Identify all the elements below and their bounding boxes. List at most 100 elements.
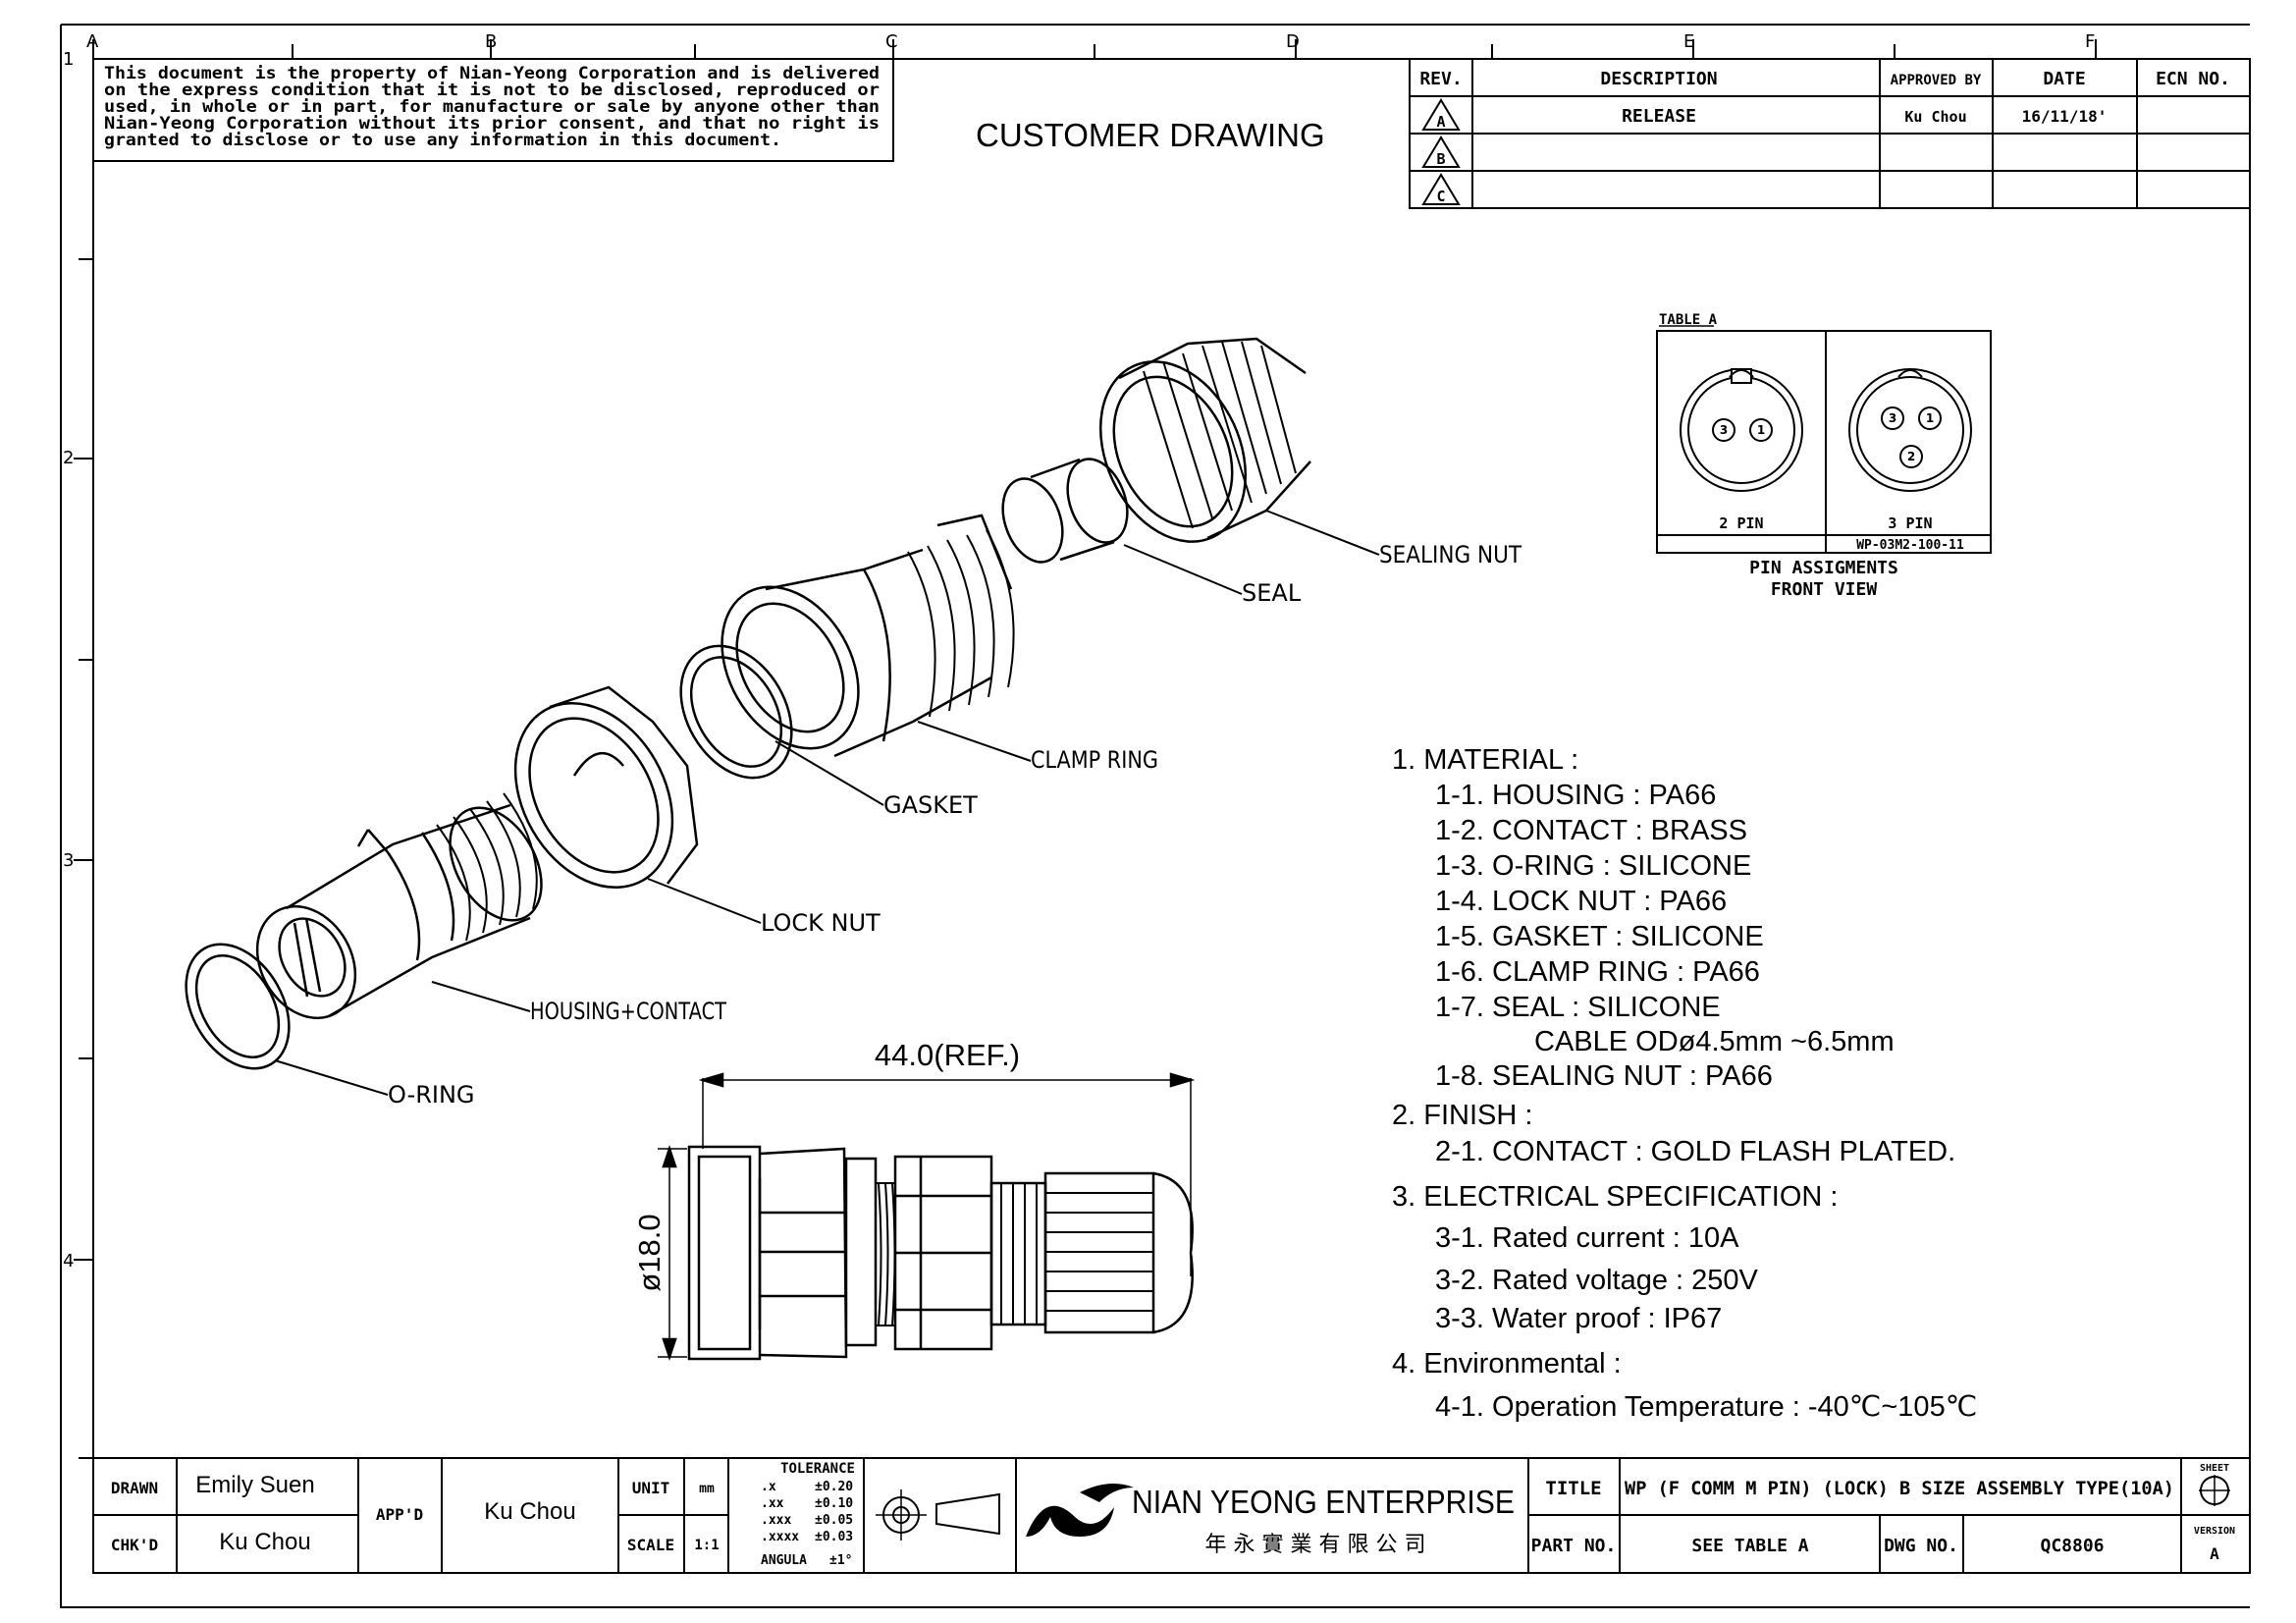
tolerance-value: ±0.20 [815,1480,853,1494]
clamp-ring-part [721,514,1015,758]
pin-assignments-label: PIN ASSIGMENTS [1749,558,1898,578]
rev-c-letter: C [1436,188,1445,205]
three-pin-label: 3 PIN [1888,514,1932,532]
label-lock-nut: LOCK NUT [761,909,881,937]
spec-line: 3. ELECTRICAL SPECIFICATION : [1392,1181,1838,1213]
spec-line: 2-1. CONTACT : GOLD FLASH PLATED. [1435,1136,1955,1167]
drawn-value: Emily Suen [195,1472,314,1498]
disclaimer-line: granted to disclose or to use any inform… [104,131,781,150]
spec-line: 1-1. HOUSING : PA66 [1435,780,1716,811]
tolerance-key: .xxx [761,1513,791,1528]
spec-line: 1. MATERIAL : [1392,744,1578,776]
dwg-no-value: QC8806 [2040,1536,2104,1556]
rev-b-letter: B [1436,150,1445,168]
sheet-label: SHEET [2200,1463,2229,1474]
label-housing-contact: HOUSING+CONTACT [530,998,726,1025]
rev-triangle-icon [1421,173,1461,205]
grid-col-b: B [485,31,497,52]
three-pin-face [1848,368,1972,492]
sheet-frame [60,24,2251,1608]
drawn-label: DRAWN [111,1479,158,1497]
spec-line: 4. Environmental : [1392,1348,1622,1380]
length-dimension: 44.0(REF.) [875,1038,1020,1072]
grid-ticks [74,39,2097,1459]
grid-column-letters: A B C D E F [86,31,2095,52]
seal-part [1001,458,1129,564]
disclaimer-text: This document is the property of Nian-Ye… [104,64,880,150]
scale-value: 1:1 [694,1538,719,1553]
spec-line: 1-4. LOCK NUT : PA66 [1435,886,1727,917]
page-title: CUSTOMER DRAWING [976,117,1325,153]
pin-number: 3 [1720,423,1728,437]
projection-cone-icon [935,1492,1000,1536]
chkd-label: CHK'D [111,1536,158,1554]
disclaimer-line: This document is the property of Nian-Ye… [104,64,880,83]
spec-line: 3-2. Rated voltage : 250V [1435,1265,1759,1296]
front-view-label: FRONT VIEW [1771,579,1878,600]
o-ring-part [185,943,291,1070]
spec-line: 1-8. SEALING NUT : PA66 [1435,1060,1773,1092]
spec-line: 4-1. Operation Temperature : -40℃~105℃ [1435,1391,1977,1423]
disclaimer-box [92,58,894,162]
spec-line: 3-1. Rated current : 10A [1435,1222,1739,1254]
tolerance-value: ±0.10 [815,1496,853,1511]
side-view [658,1072,1196,1361]
part-no-label: PART NO. [1531,1536,1617,1556]
lock-nut-part [513,685,699,890]
title-label: TITLE [1545,1478,1601,1499]
grid-row-4: 4 [63,1251,74,1271]
grid-col-d: D [1286,31,1300,52]
unit-value: mm [699,1482,715,1496]
rev-header-ecn: ECN NO. [2156,69,2230,89]
rev-header-rev: REV. [1419,69,1462,89]
title-block-text: DRAWN Emily Suen CHK'D Ku Chou APP'D Ku … [111,1461,2235,1568]
tolerance-value: ±1° [829,1553,852,1568]
tolerance-title: TOLERANCE [780,1461,855,1477]
version-value: A [2210,1544,2219,1563]
housing-contact-part [255,792,543,1020]
part-code: WP-03M2-100-11 [1856,538,1964,553]
tolerance-key: .xx [761,1496,784,1511]
grid-row-3: 3 [63,850,74,871]
sealing-nut-part [1098,337,1311,543]
grid-row-1: 1 [63,49,74,70]
rev-header-description: DESCRIPTION [1600,69,1717,89]
spec-line: CABLE ODø4.5mm ~6.5mm [1534,1026,1895,1057]
table-a: TABLE A 3 1 3 1 2 [1656,312,1992,600]
spec-line: 1-6. CLAMP RING : PA66 [1435,956,1760,988]
disclaimer-line: Nian-Yeong Corporation without its prior… [104,114,880,134]
tolerance-key: .xxxx [761,1530,799,1544]
unit-label: UNIT [632,1479,670,1497]
spec-line: 1-7. SEAL : SILICONE [1435,992,1721,1023]
spec-line: 3-3. Water proof : IP67 [1435,1303,1722,1334]
company-name-chinese: 年 永 實 業 有 限 公 司 [1205,1533,1426,1557]
rev-header-date: DATE [2043,69,2085,89]
label-seal: SEAL [1242,579,1302,607]
grid-row-numbers: 1 2 3 4 [63,49,74,1271]
company-logo-icon [1026,1505,1114,1537]
tolerance-value: ±0.03 [815,1530,853,1544]
version-label: VERSION [2194,1526,2235,1537]
rev-a-date: 16/11/18' [2022,107,2108,126]
grid-col-e: E [1683,31,1694,52]
scale-label: SCALE [627,1536,674,1554]
gasket-part [679,644,793,780]
part-labels: SEALING NUT SEAL CLAMP RING GASKET LOCK … [388,541,1522,1109]
spec-line: 1-5. GASKET : SILICONE [1435,921,1764,952]
spec-line: 1-3. O-RING : SILICONE [1435,850,1751,882]
rev-triangle-icon [1421,135,1461,168]
rev-header-approved: APPROVED BY [1891,73,1982,88]
part-no-value: SEE TABLE A [1691,1536,1808,1556]
label-gasket: GASKET [883,791,978,819]
appd-label: APP'D [376,1505,423,1524]
two-pin-face [1680,368,1803,492]
disclaimer-line: on the express condition that it is not … [104,81,880,100]
spec-line: 1-2. CONTACT : BRASS [1435,815,1747,846]
diameter-dimension: ø18.0 [632,1214,667,1291]
tolerance-key: ANGULA [761,1553,807,1568]
pin-number: 3 [1889,411,1896,425]
tolerance-key: .x [761,1480,776,1494]
grid-col-f: F [2085,31,2095,52]
tolerance-value: ±0.05 [815,1513,853,1528]
